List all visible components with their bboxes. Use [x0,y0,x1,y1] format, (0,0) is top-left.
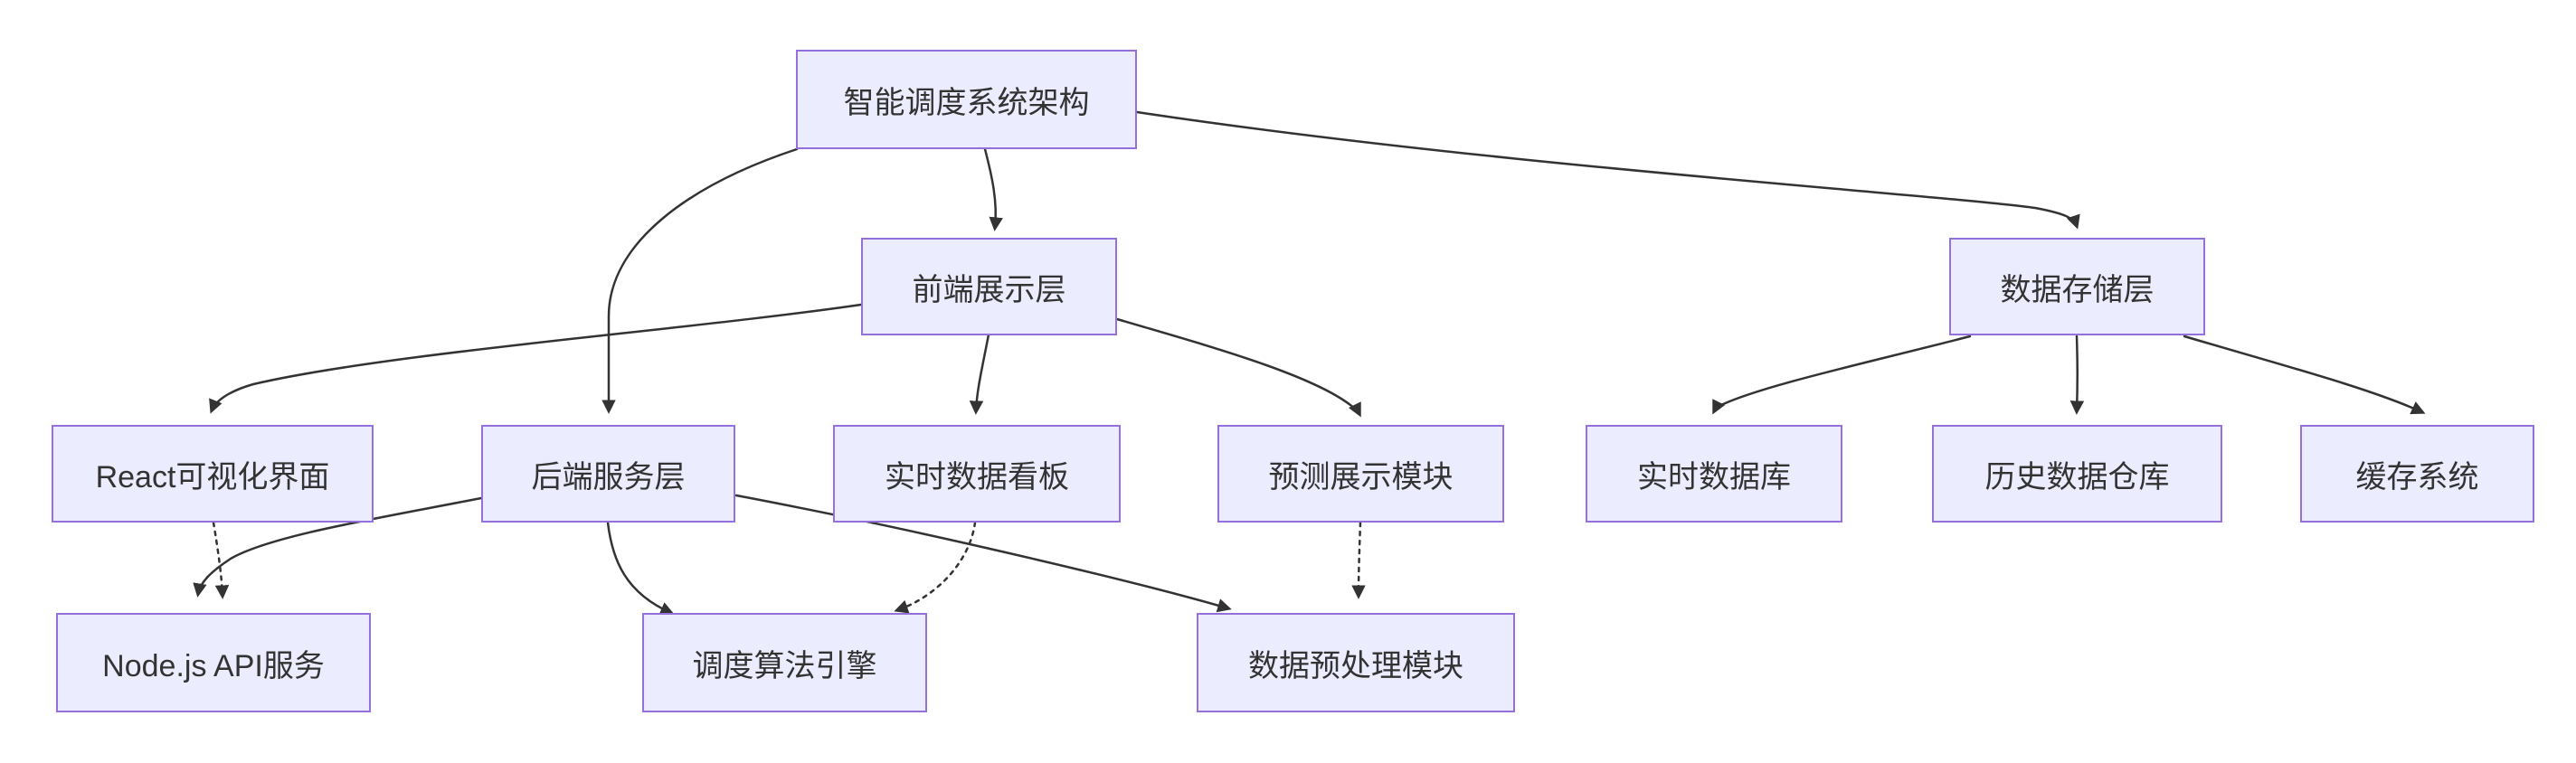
node-react-ui-label: React可视化界面 [95,459,330,495]
node-realtime-db-label: 实时数据库 [1637,459,1791,495]
edge-backend-nodejs-api [193,496,483,598]
edge-forecast-preprocess [1351,521,1366,599]
edge-backend-engine [606,521,675,616]
node-cache: 缓存系统 [2300,425,2534,523]
node-backend-label: 后端服务层 [531,459,686,495]
edge-root-storage [1135,110,2080,230]
node-realtime-db: 实时数据库 [1586,425,1842,523]
node-root: 智能调度系统架构 [796,50,1137,149]
edge-root-frontend [983,147,1003,231]
node-storage-label: 数据存储层 [2000,272,2155,307]
edge-frontend-dashboard [969,333,990,415]
node-forecast-label: 预测展示模块 [1268,459,1454,495]
node-dashboard-label: 实时数据看板 [885,459,1069,495]
node-storage: 数据存储层 [1949,238,2205,335]
edge-react-ui-nodejs-api [212,521,230,599]
node-forecast: 预测展示模块 [1217,425,1504,523]
node-preprocess-label: 数据预处理模块 [1248,648,1463,683]
node-engine: 调度算法引擎 [642,613,927,712]
edge-frontend-react-ui [209,303,863,414]
node-nodejs-api-label: Node.js API服务 [102,648,325,683]
edge-frontend-forecast [1115,317,1361,418]
node-history-db: 历史数据仓库 [1932,425,2222,523]
edge-root-backend [601,147,799,414]
node-root-label: 智能调度系统架构 [843,85,1090,120]
node-frontend-label: 前端展示层 [912,272,1066,307]
edge-storage-cache [2183,334,2426,415]
edge-dashboard-engine [894,521,977,614]
node-cache-label: 缓存系统 [2355,459,2479,495]
node-dashboard: 实时数据看板 [833,425,1121,523]
node-preprocess: 数据预处理模块 [1197,613,1515,712]
node-nodejs-api: Node.js API服务 [56,613,371,712]
edge-storage-history-db [2069,334,2085,415]
node-react-ui: React可视化界面 [52,425,374,523]
edge-backend-preprocess [734,494,1232,613]
node-frontend: 前端展示层 [861,238,1117,335]
edge-storage-realtime-db [1712,334,1972,415]
node-engine-label: 调度算法引擎 [692,648,877,683]
node-history-db-label: 历史数据仓库 [1984,459,2170,495]
node-backend: 后端服务层 [481,425,735,523]
